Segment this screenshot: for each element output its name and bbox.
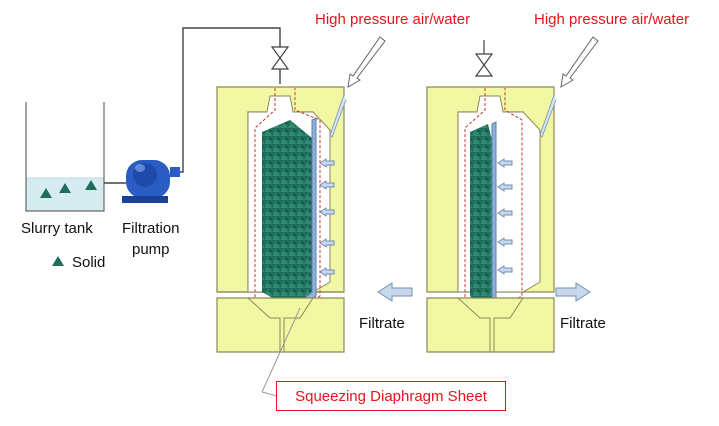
valve-icon (270, 46, 290, 70)
solid-particle (59, 183, 71, 193)
filter-frame-right (426, 86, 557, 353)
air-inlet-arrow-left (347, 36, 386, 88)
squeezing-diaphragm-text: Squeezing Diaphragm Sheet (295, 387, 487, 405)
filtrate-label-right: Filtrate (560, 315, 606, 332)
pressure-arrows-left (319, 158, 335, 277)
pump-icon (104, 160, 180, 203)
squeezing-diaphragm-label: Squeezing Diaphragm Sheet (276, 381, 506, 411)
slurry-tank (25, 102, 105, 212)
filter-frame-left (216, 86, 347, 353)
solid-legend-label: Solid (72, 254, 106, 271)
pressure-arrows-right (497, 158, 513, 275)
filtrate-label-left: Filtrate (359, 315, 405, 332)
slurry-tank-label: Slurry tank (21, 220, 93, 237)
air-inlet-arrow-right (560, 36, 599, 88)
solid-legend-icon (52, 256, 64, 266)
filter-cake (470, 124, 492, 308)
filtrate-arrow-left (377, 282, 413, 302)
valve-icon (474, 40, 494, 77)
solid-particle (85, 180, 97, 190)
filtration-pump-label-2: pump (132, 241, 170, 258)
filtration-pump-label-1: Filtration (122, 220, 180, 237)
solid-particle (40, 188, 52, 198)
high-pressure-label-left: High pressure air/water (315, 11, 471, 28)
squeezing-pointer-line (261, 307, 301, 393)
filtrate-arrow-right (555, 282, 591, 302)
filter-cake (262, 120, 312, 308)
high-pressure-label-right: High pressure air/water (534, 11, 690, 28)
